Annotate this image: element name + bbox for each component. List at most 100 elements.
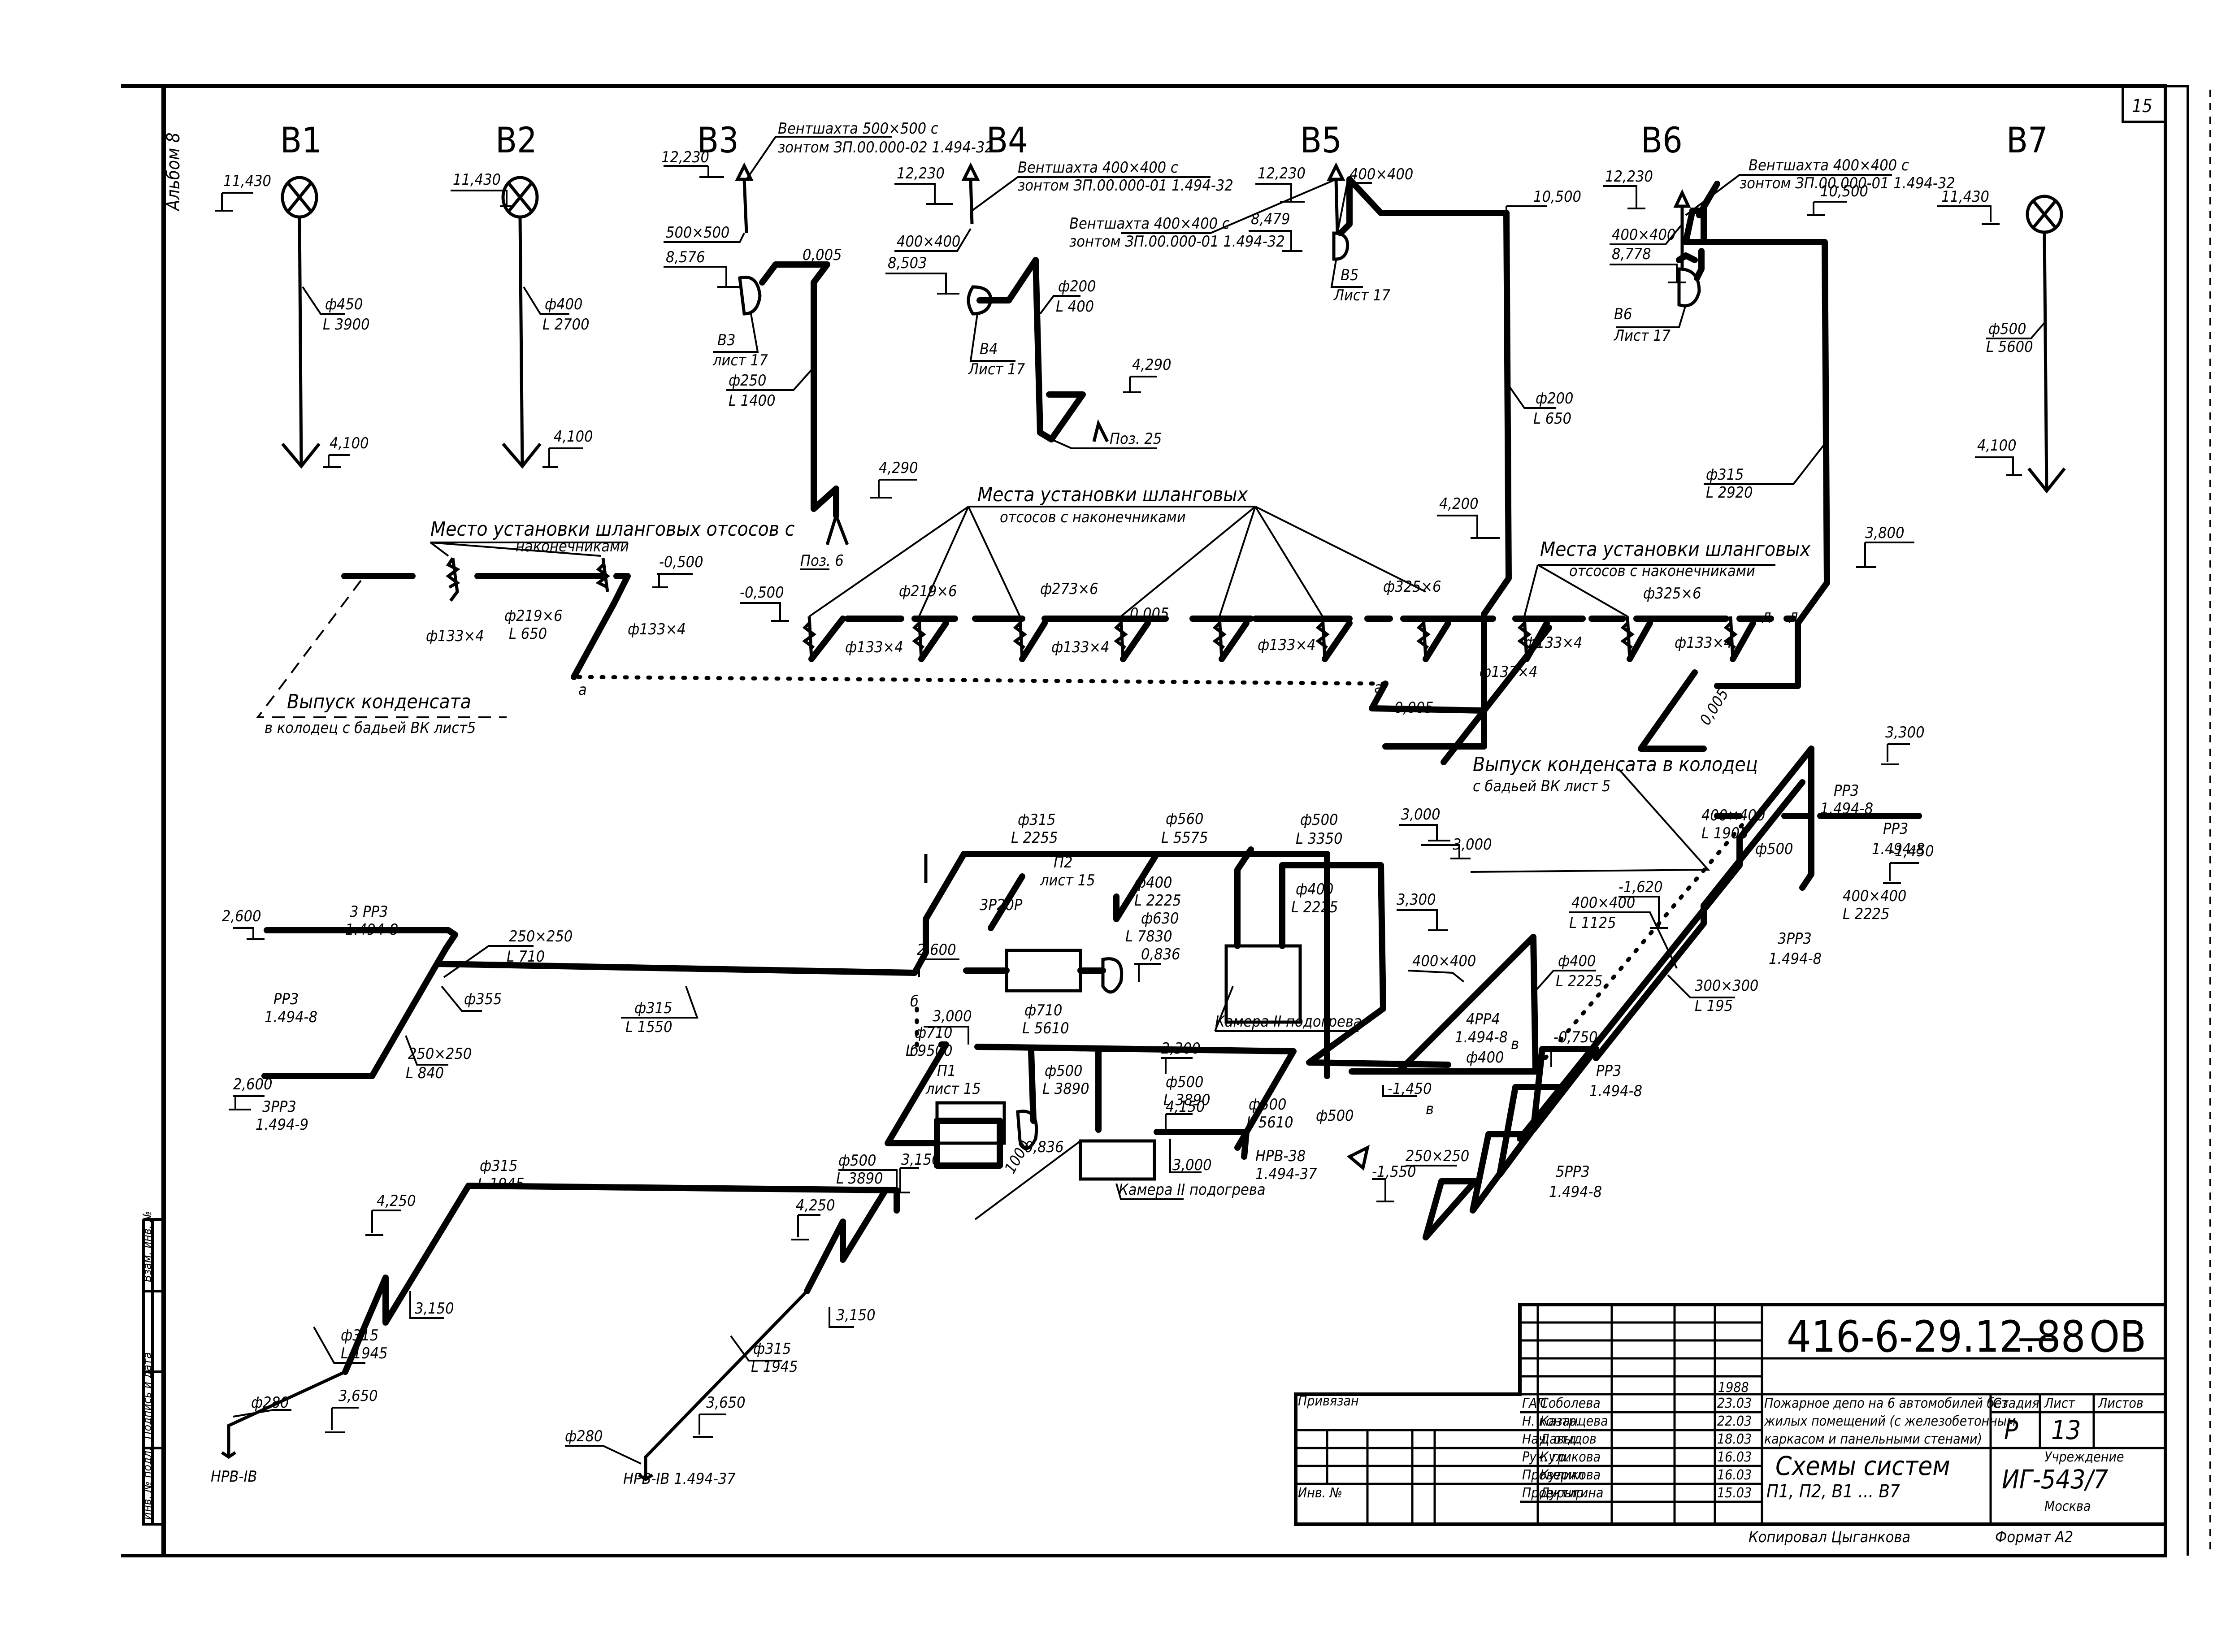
- tb-role: Н. контр.: [1522, 1414, 1580, 1429]
- copied-by: Копировал Цыганкова: [1749, 1528, 1910, 1546]
- nozzle-ref: 1.494-37: [1255, 1165, 1317, 1183]
- grille-ref: 1.494-8: [1589, 1082, 1642, 1100]
- grille-ref: 1.494-8: [1820, 800, 1873, 818]
- fan-icon: [967, 285, 993, 316]
- elevation-mark: -0,750: [1553, 1028, 1598, 1046]
- position-ref: Поз. 25: [1110, 430, 1162, 448]
- grille-stack-icons: [1423, 1046, 1599, 1240]
- system-b2[interactable]: В2 11,430 ф400 L 2700 4,100: [451, 121, 593, 469]
- grille-label: РР3: [1834, 782, 1859, 800]
- elevation-mark: 10,500: [1820, 182, 1868, 200]
- duct-diameter: ф630: [1141, 910, 1179, 928]
- duct-length: L 3350: [1296, 830, 1343, 848]
- duct-length: L 2225: [1134, 892, 1181, 910]
- system-b1[interactable]: В1 11,430 ф450 L 3900 4,100: [215, 121, 370, 469]
- tb-date: 18.03: [1717, 1431, 1752, 1447]
- shaft-umbrella-icon: [1327, 162, 1345, 234]
- grille-label: РР3: [1596, 1062, 1621, 1080]
- grille-ref: 1.494-8: [1872, 840, 1925, 858]
- grille-label: 4РР4: [1466, 1010, 1500, 1028]
- duct-length: L 5610: [1246, 1114, 1293, 1132]
- shaft-note: Вентшахта 400×400 с: [1018, 159, 1178, 177]
- duct-size: 300×300: [1695, 977, 1758, 995]
- chamber-label: Камера II подогрева: [1119, 1181, 1266, 1199]
- fan-icon: [1332, 231, 1349, 261]
- break-marker: а: [1374, 679, 1383, 697]
- tb-date: 16.03: [1717, 1449, 1752, 1465]
- pipe-label: ф273×6: [1040, 580, 1098, 598]
- duct-diameter: ф400: [1466, 1049, 1504, 1067]
- shaft-note: зонтом ЗП.00.000-01 1.494-32: [1069, 233, 1285, 251]
- tb-name: Дурыгина: [1540, 1485, 1603, 1501]
- condensate-note: в колодец с бадьей ВК лист5: [265, 719, 476, 737]
- hose-note: Места установки шланговых: [977, 483, 1248, 506]
- duct-diameter: ф315: [341, 1327, 379, 1344]
- supply-network[interactable]: 3 РР3 1.494-8 2,600 250×250 L 710 РР3 1.…: [211, 724, 1934, 1488]
- pipe-label: ф325×6: [1383, 578, 1441, 596]
- duct-diameter: ф710: [1024, 1002, 1063, 1019]
- elevation-mark: -1,450: [1890, 842, 1934, 860]
- fan-sheet: Лист 17: [1333, 286, 1391, 304]
- unit-sheet: лист 15: [1040, 872, 1095, 889]
- system-b4[interactable]: В4 Вентшахта 400×400 с зонтом ЗП.00.000-…: [885, 121, 1233, 449]
- inv-label: Инв. №: [1298, 1485, 1342, 1501]
- slope-mark: 0,005: [1697, 685, 1732, 728]
- break-marker: в: [1426, 1100, 1434, 1118]
- duct-diameter: ф710: [915, 1024, 953, 1042]
- duct-length: L 400: [1056, 298, 1094, 316]
- system-b3[interactable]: В3 Вентшахта 500×500 с зонтом ЗП.00.000-…: [661, 120, 994, 570]
- break-marker: в: [1511, 1035, 1519, 1053]
- duct-diameter: ф315: [753, 1340, 791, 1358]
- shaft-note: зонтом ЗП.00.000-02 1.494-32: [778, 139, 994, 156]
- system-b5[interactable]: В5 Вентшахта 400×400 с зонтом ЗП.00.000-…: [1069, 121, 1581, 750]
- duct-size: 500×500: [666, 224, 729, 242]
- doc-mark: ОВ: [2089, 1312, 2146, 1362]
- intake-arrow-icon: [281, 442, 321, 469]
- duct-size: 250×250: [408, 1045, 472, 1063]
- system-b6[interactable]: В6 Вентшахта 400×400 с зонтом ЗП.00.000-…: [1603, 121, 1955, 689]
- heating-chamber-2[interactable]: [1224, 944, 1302, 1024]
- elevation-mark: 3,800: [1865, 524, 1905, 542]
- elevation-mark: 12,230: [1605, 168, 1653, 186]
- duct-diameter: ф400: [1134, 874, 1172, 892]
- pipe-label: ф133×4: [426, 627, 484, 645]
- duct-diameter: ф400: [545, 295, 583, 313]
- heating-chamber-1[interactable]: [1079, 1139, 1156, 1181]
- duct-diameter: ф315: [480, 1157, 518, 1175]
- fan-icon: [1101, 957, 1124, 994]
- duct-length: L 840: [406, 1064, 444, 1082]
- grille-label: 3Р20Р: [980, 896, 1023, 914]
- pipe-label: ф133×4: [1524, 634, 1583, 652]
- album-stamp: Альбом 8: [163, 133, 184, 212]
- duct-diameter: ф280: [565, 1427, 603, 1445]
- duct-length: L 2225: [1556, 972, 1603, 990]
- unit-sheet: лист 15: [925, 1080, 981, 1098]
- nozzle-icon: [638, 1474, 653, 1482]
- title-block: 416-6-29.12.88 — ОВ 1988 Привязан Инв. №…: [1294, 1303, 2167, 1526]
- grille-ref: 1.494-8: [265, 1008, 317, 1026]
- pipe-label: ф133×4: [1258, 636, 1316, 654]
- side-col-inv: Взам. инв. №: [141, 1211, 154, 1282]
- elevation-mark: 3,000: [1401, 806, 1441, 824]
- tb-role: Проектир.: [1522, 1485, 1588, 1501]
- duct-length: L 3890: [1042, 1080, 1089, 1098]
- project-name: Пожарное депо на 6 автомобилей без: [1764, 1396, 2008, 1411]
- intake-arrow-icon: [2027, 467, 2066, 494]
- air-handler-unit-p1[interactable]: [935, 1101, 1006, 1145]
- duct-length: L 2700: [542, 316, 590, 334]
- elevation-mark: -1,550: [1372, 1163, 1416, 1181]
- exhaust-hose-network[interactable]: Место установки шланговых отсосов с нако…: [256, 483, 1811, 873]
- shaft-umbrella-icon: [961, 162, 980, 225]
- duct-diameter: ф500: [1045, 1062, 1083, 1080]
- elevation-mark: 3,300: [1885, 724, 1925, 741]
- elevation-mark: 0,836: [1024, 1138, 1064, 1156]
- intake-hood-icon: [1092, 419, 1109, 442]
- system-b7[interactable]: В7 11,430 ф500 L 5600 4,100: [1937, 121, 2066, 494]
- pipe-label: ф325×6: [1643, 585, 1701, 603]
- duct-diameter: ф400: [1558, 952, 1596, 970]
- unit-label: П1: [937, 1062, 956, 1080]
- elevation-mark: 3,650: [338, 1387, 378, 1405]
- duct-size: 400×400: [1612, 226, 1675, 244]
- air-handler-unit-p2[interactable]: [1005, 949, 1082, 993]
